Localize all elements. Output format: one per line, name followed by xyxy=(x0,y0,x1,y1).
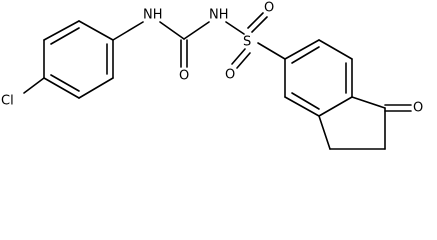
bond xyxy=(50,27,80,45)
bond xyxy=(78,77,114,99)
bond xyxy=(43,20,80,41)
bond xyxy=(318,96,353,117)
bond xyxy=(78,20,114,41)
sulfonyl-oxygen-top-label: O xyxy=(264,1,274,16)
ketone-oxygen-label: O xyxy=(413,101,423,116)
bond xyxy=(257,42,286,60)
bond xyxy=(284,39,320,60)
bond xyxy=(318,39,353,60)
bond xyxy=(183,21,210,40)
bond xyxy=(291,46,320,64)
sulfur-label: S xyxy=(243,35,251,50)
bond xyxy=(43,77,80,99)
bond xyxy=(159,21,185,40)
structure-diagram: Cl NH O NH S O O O xyxy=(1,1,423,150)
chlorine-label: Cl xyxy=(1,94,14,109)
bonds xyxy=(23,12,412,150)
bond xyxy=(225,21,245,35)
sulfonamide-nh-label: NH xyxy=(209,8,229,23)
urea-nh-label: NH xyxy=(143,8,163,23)
bond xyxy=(231,48,246,65)
bond xyxy=(50,74,80,92)
atom-labels: Cl NH O NH S O O O xyxy=(1,1,423,116)
urea-oxygen-label: O xyxy=(179,69,189,84)
bond xyxy=(112,21,144,41)
sulfonyl-oxygen-bottom-label: O xyxy=(225,68,235,83)
bond xyxy=(351,96,386,109)
bond xyxy=(236,52,251,69)
bond xyxy=(251,16,268,33)
bond xyxy=(318,115,331,150)
bond xyxy=(284,96,320,117)
bond xyxy=(247,12,264,29)
bond xyxy=(23,77,45,94)
bond xyxy=(291,92,320,110)
